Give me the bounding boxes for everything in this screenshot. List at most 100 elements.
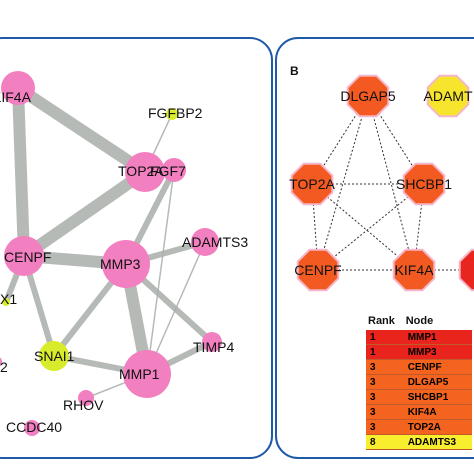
node-kif4a-label: KIF4A bbox=[0, 89, 32, 105]
b-node-cenpf-shape bbox=[296, 248, 340, 292]
node-fgf7-label: FGF7 bbox=[150, 163, 186, 179]
node-fgfbp2-label: FGFBP2 bbox=[148, 105, 203, 121]
node-mmp1-label: MMP1 bbox=[119, 366, 160, 382]
rank-header: Rank bbox=[368, 315, 395, 327]
node-mmp1-circle bbox=[123, 350, 171, 398]
node-kif4a-circle bbox=[1, 71, 35, 105]
node-kif4a: KIF4A bbox=[0, 71, 35, 105]
node-ccdc40-label: CCDC40 bbox=[6, 419, 62, 435]
edge-kif4a-cenpf bbox=[12, 87, 30, 257]
edge-fgf7-mmp1 bbox=[146, 169, 175, 375]
b-node-top2a: TOP2A bbox=[289, 162, 335, 206]
rank-cell: 3 bbox=[366, 389, 404, 405]
node-cenpf-label: CENPF bbox=[4, 249, 51, 265]
node-cell: KIF4A bbox=[403, 404, 472, 420]
rank-cell: 1 bbox=[366, 330, 404, 345]
b-node-shcbp1-shape bbox=[402, 162, 446, 206]
node-rhov: RHOV bbox=[63, 390, 104, 413]
node-adamts3-label: ADAMTS3 bbox=[182, 234, 248, 250]
node-mmp3: MMP3 bbox=[100, 240, 150, 288]
node-adamts3-circle bbox=[191, 228, 219, 256]
node-fgfbp2: FGFBP2 bbox=[148, 105, 203, 121]
b-node-adamts3: ADAMT bbox=[424, 74, 473, 118]
node-top2a: TOP2A bbox=[118, 152, 165, 192]
b-edge-dlgap5-kif4a bbox=[367, 95, 415, 271]
edge-kif4a-top2a bbox=[14, 82, 149, 178]
node-timp4-circle bbox=[202, 332, 222, 352]
node-x1-label: X1 bbox=[0, 291, 17, 307]
b-node-dlgap5-label: DLGAP5 bbox=[340, 88, 395, 104]
rank-cell: 1 bbox=[366, 344, 404, 360]
node-top2a-label: TOP2A bbox=[118, 163, 164, 179]
b-edge-shcbp1-cenpf bbox=[317, 183, 425, 271]
node-cell: DLGAP5 bbox=[403, 374, 472, 390]
node-cenpf: CENPF bbox=[4, 236, 51, 276]
rank-cell: 3 bbox=[366, 419, 404, 435]
b-node-top2a-label: TOP2A bbox=[289, 176, 335, 192]
node-mmp3-label: MMP3 bbox=[100, 256, 141, 272]
node-cell: MMP1 bbox=[403, 330, 472, 345]
rank-cell: 3 bbox=[366, 374, 404, 390]
node-mmp3-circle bbox=[102, 240, 150, 288]
b-node-adamts3-shape bbox=[426, 74, 470, 118]
node-x1: X1 bbox=[0, 291, 17, 307]
node-cell: CENPF bbox=[403, 359, 472, 375]
rank-cell: 3 bbox=[366, 404, 404, 420]
b-node-adamts3-label: ADAMT bbox=[424, 88, 473, 104]
node-ccdc40: CCDC40 bbox=[6, 419, 62, 436]
node-rhov-label: RHOV bbox=[63, 397, 104, 413]
node-cell: SHCBP1 bbox=[403, 389, 472, 405]
node-x1-circle bbox=[2, 298, 10, 306]
b-node-mmp: M bbox=[458, 248, 474, 292]
node-cenpf-circle bbox=[4, 236, 44, 276]
rank-table-header: Rank Node bbox=[366, 315, 472, 330]
node-snai1: SNAI1 bbox=[34, 341, 75, 371]
node-fgf7: FGF7 bbox=[150, 158, 186, 182]
b-node-cenpf-label: CENPF bbox=[294, 262, 341, 278]
b-node-dlgap5: DLGAP5 bbox=[340, 74, 396, 118]
b-node-shcbp1: SHCBP1 bbox=[396, 162, 452, 206]
node-fgfbp2-circle bbox=[166, 108, 178, 120]
node-fgf7-circle bbox=[162, 158, 186, 182]
node-n2: 2 bbox=[0, 357, 8, 375]
b-node-kif4a-label: KIF4A bbox=[395, 262, 435, 278]
edge-top2a-cenpf bbox=[20, 167, 149, 261]
node-cell: MMP3 bbox=[403, 344, 472, 360]
node-ccdc40-circle bbox=[24, 420, 40, 436]
node-snai1-label: SNAI1 bbox=[34, 348, 75, 364]
node-cell: TOP2A bbox=[403, 419, 472, 435]
node-timp4: TIMP4 bbox=[193, 332, 234, 355]
rank-cell: 3 bbox=[366, 359, 404, 375]
b-node-cenpf: CENPF bbox=[294, 248, 342, 292]
node-adamts3: ADAMTS3 bbox=[182, 228, 248, 256]
b-node-top2a-shape bbox=[290, 162, 334, 206]
edge-mmp1-adamts3 bbox=[146, 241, 206, 375]
node-mmp1: MMP1 bbox=[119, 350, 171, 398]
node-timp4-label: TIMP4 bbox=[193, 339, 234, 355]
node-n2-circle bbox=[0, 357, 2, 367]
b-node-mmp-shape bbox=[458, 248, 474, 292]
panel-b-frame bbox=[275, 37, 474, 459]
b-node-dlgap5-shape bbox=[346, 74, 390, 118]
panel-a-frame bbox=[0, 37, 273, 459]
b-node-kif4a: KIF4A bbox=[392, 248, 436, 292]
node-n2-label: 2 bbox=[0, 359, 8, 375]
node-header: Node bbox=[405, 315, 434, 327]
b-node-kif4a-shape bbox=[392, 248, 436, 292]
node-snai1-circle bbox=[39, 341, 69, 371]
rank-cell: 8 bbox=[366, 434, 404, 450]
node-cell: ADAMTS3 bbox=[403, 434, 472, 450]
panel-b-letter: B bbox=[290, 64, 299, 78]
